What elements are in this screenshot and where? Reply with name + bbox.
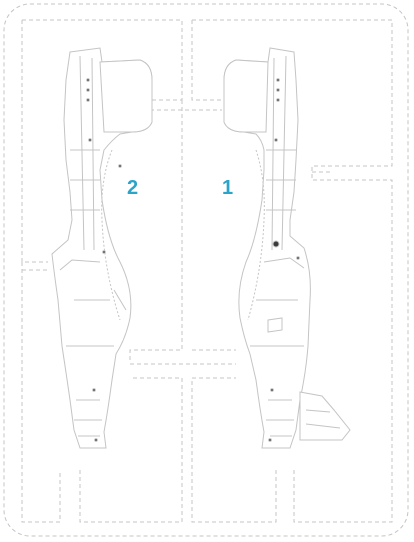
part-2-rivets [86, 78, 122, 442]
part-2-drawing [51, 47, 153, 449]
part-1-drawing [223, 47, 351, 449]
part-1-panel-lines [266, 149, 296, 333]
part-number-2: 2 [127, 177, 139, 199]
sprue-left-cell [21, 19, 183, 523]
part-2-fin-detail [74, 399, 102, 437]
part-1-inner-rib [250, 55, 305, 347]
part-number-1: 1 [222, 177, 234, 199]
part-2-canopy [99, 59, 153, 133]
part-2-serrated-edge [101, 149, 121, 321]
part-1-tail [299, 391, 351, 441]
part-1-rivets [268, 78, 300, 442]
sprue-right-cell [191, 19, 393, 523]
part-1-serrated-edge [247, 149, 265, 321]
part-2-panel-lines [70, 149, 127, 311]
part-1-canopy [223, 59, 269, 133]
part-1-fin-detail [266, 399, 341, 437]
part-2-inner-rib [59, 55, 114, 347]
sprue-outer-frame [3, 3, 409, 537]
